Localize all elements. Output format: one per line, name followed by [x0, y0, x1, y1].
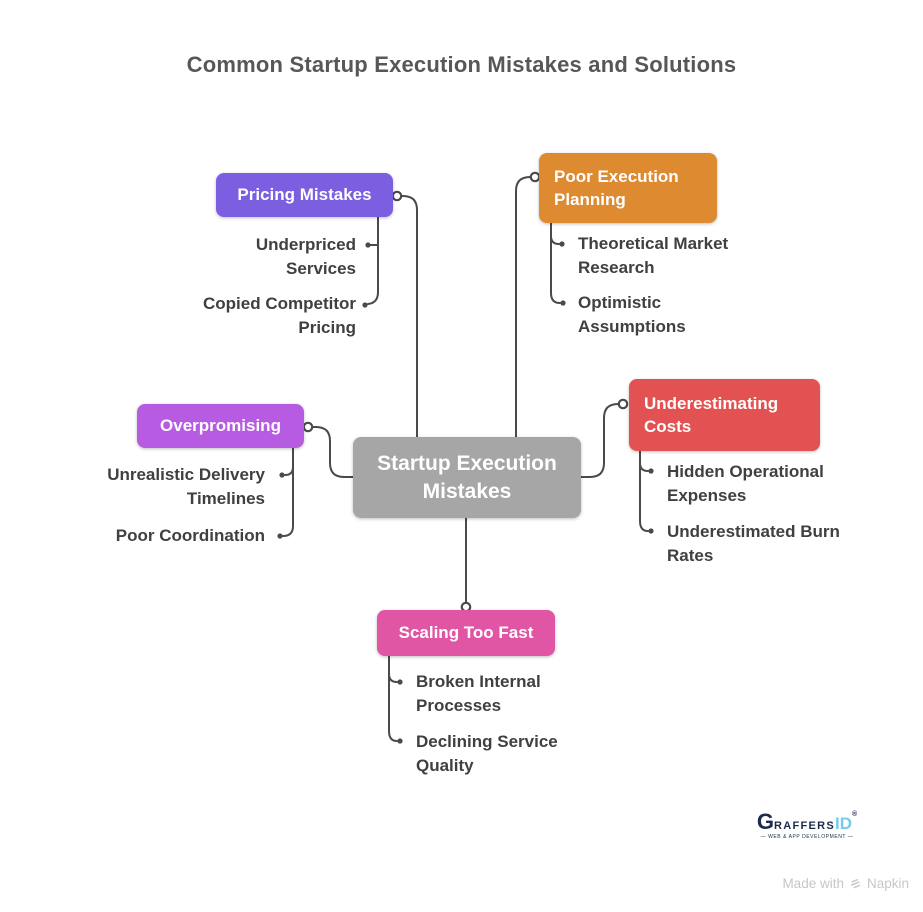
tick-end-dot	[648, 468, 654, 474]
anchor-dot-underestimating	[617, 398, 629, 410]
tick-end-dot	[559, 241, 565, 247]
edge-central-to-underestimating	[580, 403, 624, 478]
tick-end-dot	[648, 528, 654, 534]
leaf-hidden-operational-expenses: Hidden Operational Expenses	[667, 462, 824, 505]
edge-poor-execution-to-central	[515, 176, 536, 438]
node-pricing-mistakes: Pricing Mistakes	[216, 173, 393, 217]
tick-end-dot	[365, 242, 371, 248]
tick-scaling-child1	[388, 673, 398, 683]
registered-mark-icon: ®	[852, 811, 858, 818]
node-overpromising: Overpromising	[137, 404, 304, 448]
logo-text-id: ID	[835, 814, 852, 833]
leaf-underestimated-burn-rates: Underestimated Burn Rates	[667, 522, 840, 565]
leaf-underpriced-services: Underpriced Services	[255, 235, 356, 278]
tick-poor-execution-child1	[550, 235, 560, 245]
watermark-prefix: Made with	[782, 876, 844, 891]
edge-overpromising-to-central	[307, 426, 354, 478]
logo-tagline: — WEB & APP DEVELOPMENT —	[760, 834, 854, 840]
trunk-overpromising-children	[282, 447, 294, 537]
trunk-scaling-children	[388, 655, 398, 742]
graffersid-logo: GRAFFERSID® — WEB & APP DEVELOPMENT —	[752, 811, 862, 840]
trunk-poor-execution-children	[550, 222, 561, 304]
logo-letter-g: G	[756, 809, 774, 834]
tick-end-dot	[277, 533, 283, 539]
trunk-pricing-children	[367, 216, 379, 305]
tick-end-dot	[560, 300, 566, 306]
node-central-startup-execution-mistakes: Startup Execution Mistakes	[353, 437, 581, 518]
leaf-declining-service-quality: Declining Service Quality	[416, 732, 558, 775]
leaf-optimistic-assumptions: Optimistic Assumptions	[578, 293, 686, 336]
leaf-theoretical-market-research: Theoretical Market Research	[578, 234, 729, 277]
tick-end-dot	[279, 472, 285, 478]
napkin-logo-icon	[850, 879, 861, 889]
leaf-broken-internal-processes: Broken Internal Processes	[416, 672, 541, 715]
napkin-watermark: Made with Napkin	[782, 876, 909, 891]
anchor-dot-poor-execution	[529, 171, 541, 183]
tick-end-dot	[362, 302, 368, 308]
leaf-poor-coordination: Poor Coordination	[115, 526, 265, 545]
leaf-copied-competitor-pricing: Copied Competitor Pricing	[203, 294, 356, 337]
node-scaling-too-fast: Scaling Too Fast	[377, 610, 555, 656]
leaf-unrealistic-delivery-timelines: Unrealistic Delivery Timelines	[107, 465, 265, 508]
logo-text-raffers: RAFFERS	[773, 820, 835, 832]
node-poor-execution-planning: Poor Execution Planning	[539, 153, 717, 223]
page-title: Common Startup Execution Mistakes and So…	[186, 52, 737, 77]
tick-underestimating-child1	[639, 462, 649, 472]
edge-pricing-to-central	[396, 195, 418, 438]
tick-end-dot	[397, 679, 403, 685]
node-underestimating-costs: Underestimating Costs	[629, 379, 820, 451]
anchor-dot-overpromising	[302, 421, 314, 433]
anchor-dot-pricing	[391, 190, 403, 202]
tick-end-dot	[397, 738, 403, 744]
watermark-brand: Napkin	[866, 876, 909, 891]
tick-overpromising-child1	[284, 466, 294, 476]
trunk-underestimating-children	[639, 450, 649, 532]
